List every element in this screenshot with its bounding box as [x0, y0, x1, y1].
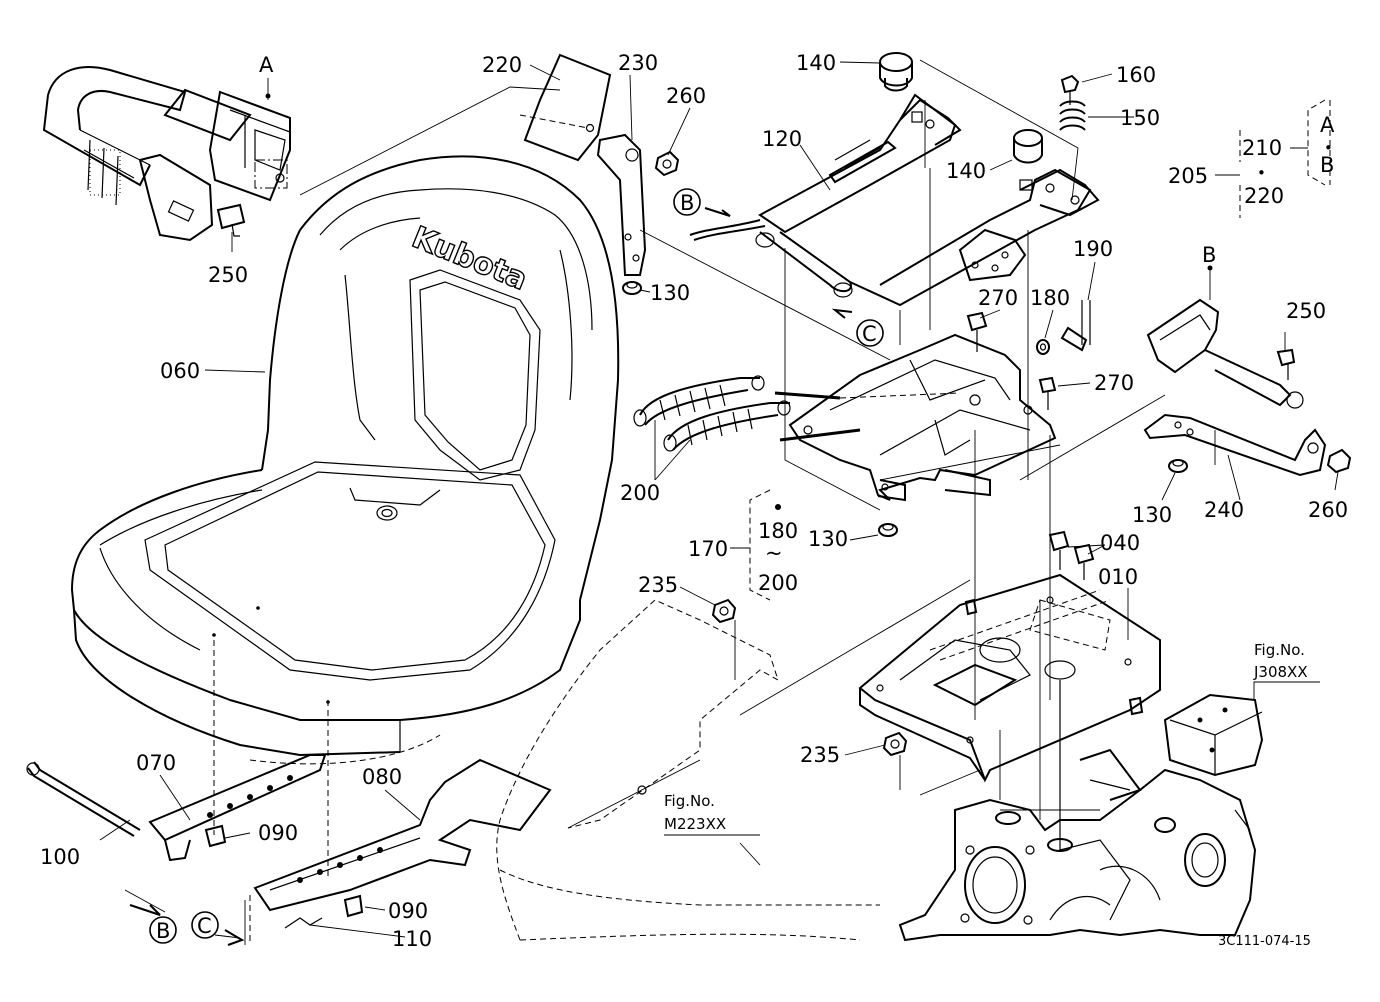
letter-a-group: A: [1320, 113, 1335, 137]
label-270-top: 270: [978, 286, 1018, 310]
label-240: 240: [1204, 498, 1244, 522]
label-205: 205: [1168, 164, 1208, 188]
label-190: 190: [1073, 237, 1113, 261]
label-080: 080: [362, 765, 402, 789]
range-tilde: ~: [765, 541, 783, 565]
letter-a-top: A: [259, 53, 274, 77]
label-100: 100: [40, 845, 80, 869]
label-180-group: 180: [758, 519, 798, 543]
fig-ref-j308-code: J308XX: [1253, 663, 1308, 681]
seat-belt-drawing: [42, 66, 291, 242]
label-200-left: 200: [620, 481, 660, 505]
label-235-right: 235: [800, 743, 840, 767]
label-070: 070: [136, 751, 176, 775]
figure-references: Fig.No. J308XX Fig.No. M223XX 3C111-074-…: [664, 641, 1311, 949]
circled-reference-letters: [149, 188, 884, 944]
part-number-labels: A 250 060 220 230 260 130 120 140 140 16…: [40, 51, 1348, 951]
letter-b-bottom: B: [156, 919, 170, 943]
base-plate-drawing: [711, 530, 1161, 850]
label-180-top: 180: [1030, 286, 1070, 310]
slide-frame-drawing: [689, 52, 1100, 480]
label-140-mid: 140: [946, 159, 986, 183]
fig-ref-m223-code: M223XX: [664, 815, 726, 833]
group-bracket-170: [730, 489, 771, 601]
group-bracket-205: [1215, 99, 1331, 218]
label-160: 160: [1116, 63, 1156, 87]
diagram-code: 3C111-074-15: [1218, 934, 1311, 949]
label-220-group: 220: [1244, 184, 1284, 208]
label-130-mid: 130: [808, 527, 848, 551]
letter-c-mid: C: [862, 322, 877, 346]
label-040: 040: [1100, 531, 1140, 555]
group-dot-ab: •: [1324, 139, 1333, 157]
label-090-upper: 090: [258, 821, 298, 845]
label-230: 230: [618, 51, 658, 75]
letter-b-group: B: [1320, 153, 1334, 177]
fender-drawing: [496, 599, 880, 941]
leader-lines: [99, 61, 1339, 938]
kubota-logo: Kubota: [407, 220, 532, 298]
label-260-top: 260: [666, 84, 706, 108]
letter-c-bottom: C: [197, 914, 212, 938]
transmission-drawing: [898, 600, 1264, 942]
label-060: 060: [160, 359, 200, 383]
fig-ref-m223-label: Fig.No.: [664, 792, 715, 810]
label-090-lower: 090: [388, 899, 428, 923]
label-235-left: 235: [638, 573, 678, 597]
letter-b-right: B: [1202, 243, 1216, 267]
seat-drawing: Kubota: [70, 155, 620, 765]
label-270-right: 270: [1094, 371, 1134, 395]
group-dot-205: •: [1257, 164, 1266, 182]
right-bracket-drawing: [1019, 265, 1352, 481]
label-250-left: 250: [208, 263, 248, 287]
label-220-top: 220: [482, 53, 522, 77]
back-bracket-drawing: [299, 53, 680, 295]
label-010: 010: [1098, 565, 1138, 589]
label-130-top: 130: [650, 281, 690, 305]
label-170: 170: [688, 537, 728, 561]
label-200-group: 200: [758, 571, 798, 595]
seat-rails-drawing: [26, 640, 552, 945]
letter-b-cable: B: [680, 191, 694, 215]
reference-arrows: [124, 207, 853, 946]
label-120: 120: [762, 127, 802, 151]
label-130-right: 130: [1132, 503, 1172, 527]
label-250-right: 250: [1286, 299, 1326, 323]
label-140-top: 140: [796, 51, 836, 75]
label-210: 210: [1242, 136, 1282, 160]
label-110: 110: [392, 927, 432, 951]
label-260-right: 260: [1308, 498, 1348, 522]
pivot-bracket-drawing: [633, 229, 1091, 720]
fig-ref-j308-label: Fig.No.: [1254, 641, 1305, 659]
label-150: 150: [1120, 106, 1160, 130]
